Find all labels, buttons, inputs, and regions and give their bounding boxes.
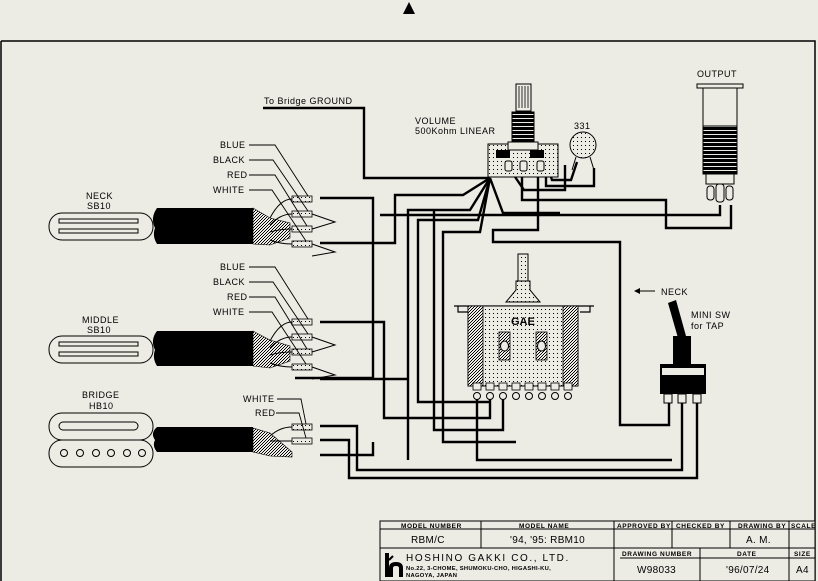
date-header: DATE bbox=[737, 551, 757, 558]
middle-wire-labels: BLUE BLACK RED WHITE bbox=[213, 262, 309, 365]
neck-model-label: SB10 bbox=[87, 201, 111, 211]
volume-title: VOLUME bbox=[415, 116, 456, 126]
middle-wire-blue-label: BLUE bbox=[220, 262, 246, 272]
volume-value: 500Kohm LINEAR bbox=[415, 126, 496, 136]
neck-wire-black-label: BLACK bbox=[213, 155, 245, 165]
selector-lug-tab bbox=[472, 382, 482, 391]
neck-position-label: NECK bbox=[86, 191, 113, 201]
selector-lug-eyelet bbox=[551, 392, 559, 400]
model-number-value: RBM/C bbox=[411, 535, 445, 546]
middle-wire-white-label: WHITE bbox=[213, 307, 245, 317]
mini-switch-direction-label: NECK bbox=[661, 287, 688, 297]
bridge-model-label: HB10 bbox=[89, 401, 114, 411]
middle-model-label: SB10 bbox=[87, 325, 111, 335]
middle-position-label: MIDDLE bbox=[82, 315, 119, 325]
selector-lug-eyelet bbox=[512, 392, 520, 400]
selector-switch bbox=[454, 253, 594, 400]
size-header: SIZE bbox=[794, 551, 811, 558]
selector-lug-eyelet bbox=[525, 392, 533, 400]
selector-lug-eyelet bbox=[499, 392, 507, 400]
selector-lug-eyelet bbox=[538, 392, 546, 400]
output-jack bbox=[696, 83, 744, 203]
neck-pickup bbox=[48, 195, 337, 257]
checked-by-header: CHECKED BY bbox=[676, 523, 725, 530]
neck-wire-blue-label: BLUE bbox=[220, 140, 246, 150]
drawing-number-value: W98033 bbox=[637, 565, 676, 576]
selector-lug-eyelet bbox=[564, 392, 572, 400]
selector-lug-tab bbox=[537, 382, 547, 391]
date-value: '96/07/24 bbox=[726, 565, 770, 576]
company-address-line2: NAGOYA, JAPAN bbox=[406, 573, 457, 579]
size-value: A4 bbox=[796, 565, 809, 576]
drawing-number-header: DRAWING NUMBER bbox=[622, 551, 692, 558]
up-arrow-icon bbox=[403, 2, 415, 14]
selector-switch-label: GAE bbox=[511, 316, 535, 328]
bridge-wire-red-label: RED bbox=[255, 408, 276, 418]
neck-wire-white-label: WHITE bbox=[213, 185, 245, 195]
middle-wire-red-label: RED bbox=[227, 292, 248, 302]
title-block bbox=[379, 520, 816, 581]
model-number-header: MODEL NUMBER bbox=[401, 523, 462, 530]
neck-wire-labels: BLUE BLACK RED WHITE bbox=[213, 140, 309, 242]
capacitor bbox=[569, 131, 597, 171]
mini-switch-title: MINI SW bbox=[691, 310, 731, 320]
scale-header: SCALE bbox=[791, 523, 816, 530]
model-name-value: '94, '95: RBM10 bbox=[510, 535, 585, 546]
selector-lug-tab bbox=[563, 382, 573, 391]
neck-direction-arrow bbox=[634, 288, 655, 294]
selector-lug-eyelet bbox=[473, 392, 481, 400]
selector-lugs bbox=[472, 382, 573, 400]
company-name: HOSHINO GAKKI CO., LTD. bbox=[406, 553, 570, 564]
ground-label: To Bridge GROUND bbox=[264, 96, 353, 106]
middle-pickup bbox=[48, 318, 337, 380]
capacitor-label: 331 bbox=[574, 121, 591, 131]
bridge-pickup bbox=[48, 412, 313, 468]
middle-wire-black-label: BLACK bbox=[213, 277, 245, 287]
hoshino-logo bbox=[385, 553, 403, 577]
selector-lug-tab bbox=[485, 382, 495, 391]
selector-lug-tab bbox=[511, 382, 521, 391]
output-label: OUTPUT bbox=[697, 69, 737, 79]
wires bbox=[263, 106, 733, 480]
selector-lug-tab bbox=[550, 382, 560, 391]
mini-switch bbox=[660, 300, 706, 404]
bridge-position-label: BRIDGE bbox=[82, 390, 120, 400]
volume-pot bbox=[487, 83, 559, 178]
selector-lug-tab bbox=[524, 382, 534, 391]
bridge-wire-white-label: WHITE bbox=[243, 394, 275, 404]
neck-wire-red-label: RED bbox=[227, 170, 248, 180]
drawing-by-header: DRAWING BY bbox=[738, 523, 786, 530]
bridge-wire-labels: WHITE RED bbox=[243, 394, 307, 439]
selector-lug-eyelet bbox=[486, 392, 494, 400]
drawing-by-value: A. M. bbox=[746, 535, 771, 546]
drawing-frame bbox=[0, 40, 816, 581]
mini-switch-subtitle: for TAP bbox=[691, 321, 724, 331]
selector-lug-tab bbox=[498, 382, 508, 391]
model-name-header: MODEL NAME bbox=[519, 523, 569, 530]
approved-by-header: APPROVED BY bbox=[617, 523, 671, 530]
company-address-line1: No.22, 3-CHOME, SHUMOKU-CHO, HIGASHI-KU, bbox=[406, 566, 551, 572]
